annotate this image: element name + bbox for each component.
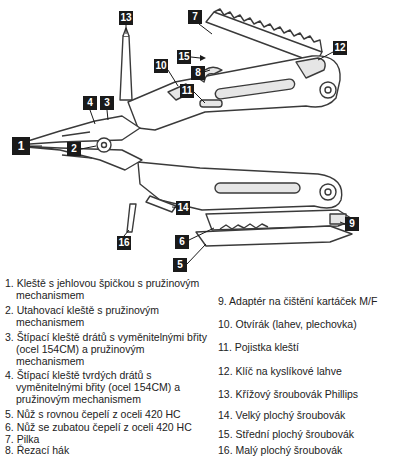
callout-number: 4 <box>87 98 93 108</box>
callout-box: 15 <box>177 50 191 64</box>
handle-pivot <box>320 184 336 200</box>
callout-box: 8 <box>191 66 205 80</box>
part-description: 16. Malý plochý šroubovák <box>218 444 400 456</box>
leader-line <box>81 146 96 149</box>
callout-box: 9 <box>345 217 359 231</box>
handle-cutout <box>215 183 300 193</box>
callout-box: 4 <box>83 96 97 110</box>
jaw-pivot-center <box>102 143 107 148</box>
part-description: 9. Adaptér na čištění kartáček M/F <box>218 295 400 307</box>
leader-line <box>90 110 95 124</box>
brush-adapter <box>330 214 346 224</box>
oxygen-key <box>296 58 325 78</box>
handle-pivot-center <box>325 87 331 93</box>
part-description: 1. Kleště s jehlovou špičkou s pružinový… <box>5 277 215 301</box>
part-description: 8. Řezací hák <box>5 444 215 456</box>
straight-blade <box>196 226 352 246</box>
leader-line <box>189 228 214 240</box>
part-description: 5. Nůž s rovnou čepelí z oceli 420 HC <box>5 408 217 420</box>
part-description: 14. Velký plochý šroubovák <box>218 409 400 421</box>
leader-line <box>126 25 127 34</box>
callout-number: 8 <box>195 68 201 78</box>
small-flat-screwdriver <box>127 204 136 232</box>
leader-line <box>199 24 212 34</box>
part-description: 12. Klíč na kyslíkové lahve <box>218 365 400 377</box>
upper-handle <box>128 56 340 130</box>
callout-number: 12 <box>334 43 345 53</box>
upper-jaw <box>15 116 140 145</box>
leader-line <box>194 92 205 103</box>
leader-line <box>318 52 333 60</box>
handle-pivot-center <box>325 189 331 195</box>
serration <box>220 224 268 229</box>
callout-box: 1 <box>12 137 30 155</box>
callout-box: 10 <box>154 59 168 73</box>
callout-number: 16 <box>118 238 129 248</box>
callout-number: 9 <box>349 219 355 229</box>
part-description: 7. Pilka <box>5 433 215 445</box>
leader-line <box>168 70 178 86</box>
part-description: 4. Štípací kleště tvrdých drátů s vyměni… <box>5 369 215 405</box>
callout-box: 6 <box>175 235 189 249</box>
leader-line <box>30 146 42 147</box>
saw-teeth <box>214 9 322 52</box>
callout-box: 13 <box>119 11 133 25</box>
arrow-head <box>200 55 206 61</box>
callout-number: 1 <box>18 141 25 151</box>
callout-box: 11 <box>180 84 194 98</box>
handle-cutout <box>215 78 296 99</box>
large-flat-screwdriver <box>146 196 176 212</box>
callout-number: 5 <box>177 260 183 270</box>
callout-box: 2 <box>67 142 81 156</box>
part-description: 2. Utahovací kleště s pružinovým mechani… <box>5 304 215 328</box>
jaw-pivot <box>97 138 111 152</box>
phillips-screwdriver <box>120 36 132 100</box>
callout-number: 15 <box>178 52 189 62</box>
part-description: 15. Střední plochý šroubovák <box>218 428 400 440</box>
leader-line <box>191 57 200 58</box>
callout-box: 14 <box>176 201 190 215</box>
part-description: 10. Otvírák (lahev, plechovka) <box>218 318 400 330</box>
part-description: 11. Pojistka kleští <box>218 341 400 353</box>
leader-line <box>107 110 108 120</box>
callout-number: 3 <box>104 98 110 108</box>
callout-number: 14 <box>177 203 188 213</box>
callout-number: 2 <box>71 144 77 154</box>
callout-box: 3 <box>100 96 114 110</box>
jaw-grip <box>62 132 92 158</box>
callout-box: 5 <box>173 258 187 272</box>
callout-number: 13 <box>120 13 131 23</box>
handle-pivot <box>320 82 336 98</box>
callout-number: 11 <box>182 86 193 96</box>
callout-number: 10 <box>155 61 166 71</box>
callout-number: 7 <box>192 12 198 22</box>
callout-box: 16 <box>117 236 131 250</box>
leader-line <box>187 244 206 264</box>
callout-box: 7 <box>188 10 202 24</box>
part-description: 3. Štípací kleště drátů s vyměnitelnými … <box>5 331 215 367</box>
saw-blade <box>206 12 322 63</box>
callout-number: 6 <box>179 237 185 247</box>
part-description: 6. Nůž se zubatou čepelí z oceli 420 HC <box>5 421 219 433</box>
callout-box: 12 <box>333 41 347 55</box>
part-description: 13. Křížový šroubovák Phillips <box>218 388 400 400</box>
